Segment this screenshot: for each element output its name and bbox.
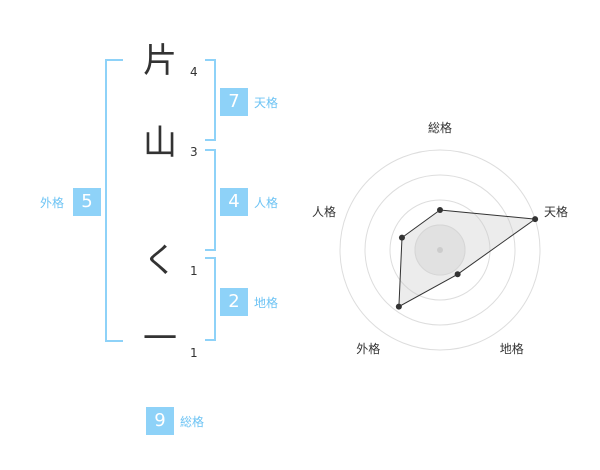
chikaku-bracket [205, 257, 216, 341]
stroke-count-2: 3 [190, 145, 198, 159]
jinkaku-value-box: 4 [220, 188, 248, 216]
radar-ring [364, 174, 516, 326]
tenkaku-label: 天格 [254, 96, 279, 110]
tenkaku-value-box: 7 [220, 88, 248, 116]
radar-point-3 [395, 303, 402, 310]
soukaku-value-box: 9 [146, 407, 174, 435]
stroke-count-1: 4 [190, 65, 198, 79]
soukaku-label: 総格 [180, 415, 205, 429]
radar-center-dot [437, 247, 443, 253]
radar-axis-label-3: 外格 [356, 341, 381, 356]
radar-point-4 [398, 234, 405, 241]
radar-axis-label-4: 人格 [311, 205, 336, 220]
jinkaku-label: 人格 [254, 196, 279, 210]
name-char-4: 一 [143, 319, 177, 359]
name-char-2: 山 [143, 123, 177, 163]
gaikaku-label: 外格 [40, 196, 65, 210]
stroke-count-3: 1 [190, 264, 198, 278]
radar-axis-label-2: 地格 [499, 341, 524, 356]
radar-point-2 [454, 271, 461, 278]
radar-point-0 [437, 207, 443, 213]
chikaku-label: 地格 [254, 296, 279, 310]
jinkaku-bracket [205, 149, 216, 251]
stroke-count-4: 1 [190, 346, 198, 360]
name-char-1: 片 [143, 41, 177, 81]
radar-point-1 [532, 216, 539, 223]
chikaku-value-box: 2 [220, 288, 248, 316]
gaikaku-value-box: 5 [73, 188, 101, 216]
tenkaku-bracket [205, 59, 216, 141]
name-char-3: く [143, 241, 177, 281]
radar-ring [339, 149, 541, 351]
gaikaku-bracket [105, 59, 123, 342]
radar-axis-label-1: 天格 [544, 205, 569, 220]
radar-ring [389, 199, 491, 301]
radar-axis-label-0: 総格 [428, 121, 453, 135]
radar-series-polygon [398, 209, 537, 308]
